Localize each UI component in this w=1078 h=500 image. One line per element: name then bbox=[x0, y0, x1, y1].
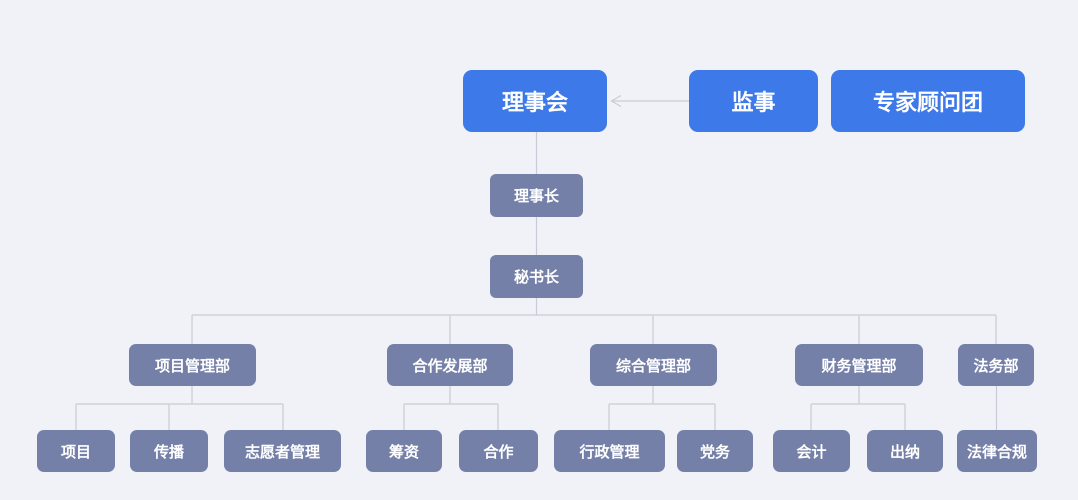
node-unit-communication[interactable]: 传播 bbox=[130, 430, 208, 472]
dept2-children-connector bbox=[403, 386, 499, 430]
node-unit-party-affairs[interactable]: 党务 bbox=[677, 430, 753, 472]
node-supervisor[interactable]: 监事 bbox=[689, 70, 818, 132]
node-unit-fundraising[interactable]: 筹资 bbox=[366, 430, 442, 472]
node-unit-legal-compliance[interactable]: 法律合规 bbox=[957, 430, 1037, 472]
node-unit-accounting[interactable]: 会计 bbox=[773, 430, 850, 472]
department-bar bbox=[191, 314, 997, 344]
node-dept-legal[interactable]: 法务部 bbox=[958, 344, 1034, 386]
node-unit-administration[interactable]: 行政管理 bbox=[554, 430, 665, 472]
dept3-children-connector bbox=[608, 386, 716, 430]
dept1-children-connector bbox=[75, 386, 284, 430]
node-unit-volunteer-management[interactable]: 志愿者管理 bbox=[224, 430, 341, 472]
node-unit-project[interactable]: 项目 bbox=[37, 430, 115, 472]
node-board-of-directors[interactable]: 理事会 bbox=[463, 70, 607, 132]
node-dept-cooperation-development[interactable]: 合作发展部 bbox=[387, 344, 513, 386]
node-secretary-general[interactable]: 秘书长 bbox=[490, 255, 583, 298]
node-expert-advisory-group[interactable]: 专家顾问团 bbox=[831, 70, 1025, 132]
node-unit-cashier[interactable]: 出纳 bbox=[867, 430, 943, 472]
dept4-children-connector bbox=[810, 386, 906, 430]
supervision-arrow-head bbox=[610, 94, 622, 108]
node-dept-finance-management[interactable]: 财务管理部 bbox=[795, 344, 923, 386]
node-dept-project-management[interactable]: 项目管理部 bbox=[129, 344, 256, 386]
node-dept-general-management[interactable]: 综合管理部 bbox=[590, 344, 717, 386]
node-chairman[interactable]: 理事长 bbox=[490, 174, 583, 217]
node-unit-cooperation[interactable]: 合作 bbox=[459, 430, 538, 472]
